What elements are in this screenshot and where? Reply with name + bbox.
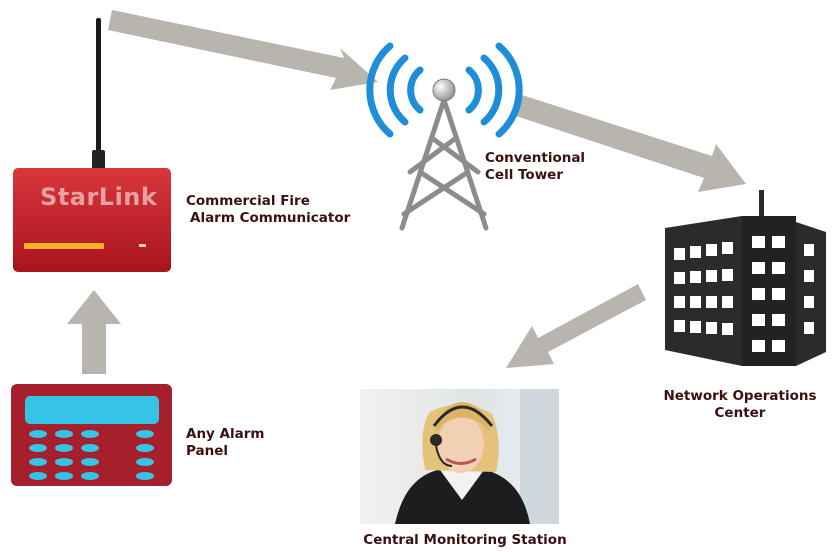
status-led-bar [24,243,104,249]
alarm-panel-keypad-icon [11,384,172,486]
arrow-panel-to-communicator [67,290,121,374]
central-monitoring-station-label: Central Monitoring Station [363,532,567,548]
arrow-tower-to-noc [516,95,746,192]
fire-alarm-communicator-device [13,18,171,272]
communicator-brand-text: StarLink [40,183,158,211]
cell-tower-label: Conventional Cell Tower [485,150,586,183]
arrow-noc-to-cms [506,284,646,368]
network-operations-center-building-icon [665,190,826,366]
central-monitoring-operator-photo [360,389,559,524]
cell-tower-icon [366,42,523,231]
arrow-communicator-to-tower [108,10,378,90]
communicator-label: Commercial Fire Alarm Communicator [186,193,351,226]
noc-label: Network Operations Center [663,388,817,421]
alarm-panel-label: Any Alarm Panel [186,426,265,459]
antenna [96,18,101,170]
